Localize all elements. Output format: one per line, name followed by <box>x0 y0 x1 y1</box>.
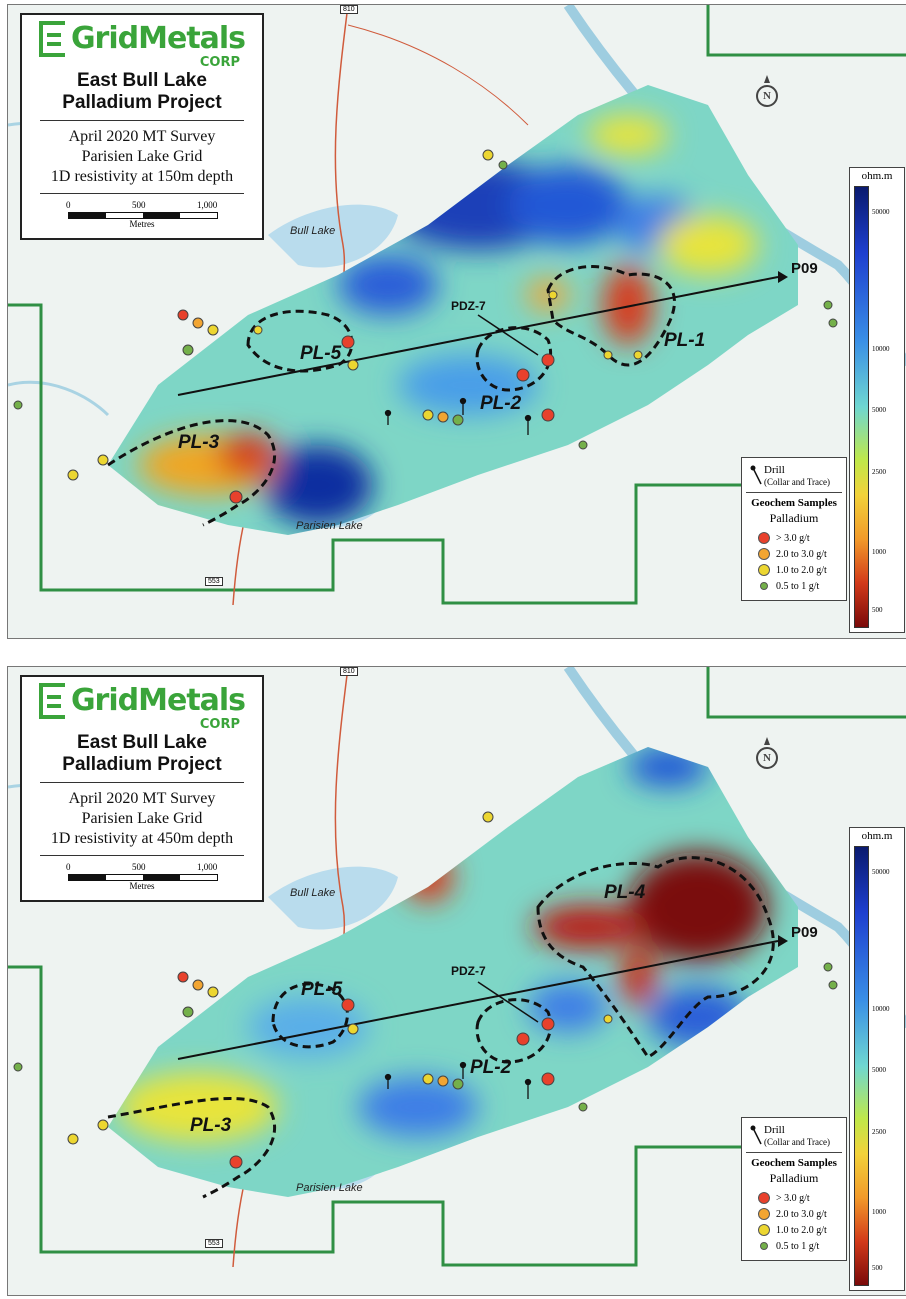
logo-text: GridMetals <box>70 21 246 56</box>
colorbar-tick: 5000 <box>872 406 886 414</box>
colorbar-tick: 500 <box>872 1264 883 1272</box>
colorbar-tick: 1000 <box>872 1208 886 1216</box>
zone-pl2-label: PL-2 <box>480 393 522 414</box>
palladium-label: Palladium <box>769 511 819 525</box>
map-panel-450m: GridMetals CORP East Bull Lake Palladium… <box>7 666 906 1296</box>
resistivity-map <box>8 5 906 606</box>
colorbar-tick: 50000 <box>872 868 890 876</box>
resistivity-map <box>8 667 906 1268</box>
project-title-line1: East Bull Lake <box>77 732 207 753</box>
colorbar-tick: 5000 <box>872 1066 886 1074</box>
parisien-lake-label: Parisien Lake <box>296 1182 363 1194</box>
scale-unit: Metres <box>129 219 155 229</box>
legend-row: 2.0 to 3.0 g/t <box>758 546 846 562</box>
drill-icon <box>750 465 762 485</box>
colorbar-tick: 2500 <box>872 468 886 476</box>
zone-pl1-label: PL-1 <box>664 330 706 351</box>
scale-tick-0: 0 <box>66 862 71 872</box>
scale-tick-1000: 1,000 <box>197 200 218 210</box>
scale-tick-0: 0 <box>66 200 71 210</box>
divider <box>40 855 244 856</box>
scale-bar: 0 500 1,000 Metres <box>62 862 222 894</box>
zone-pl5-label: PL-5 <box>300 343 342 364</box>
grid-name: Parisien Lake Grid <box>81 148 203 165</box>
survey-name: April 2020 MT Survey <box>68 790 216 807</box>
highway-553-shield: 553 <box>205 577 223 586</box>
divider <box>40 120 244 121</box>
drill-sublabel: (Collar and Trace) <box>764 477 830 487</box>
scale-tick-500: 500 <box>132 200 146 210</box>
drill-sublabel: (Collar and Trace) <box>764 1137 830 1147</box>
gridmetals-logo: GridMetals <box>22 21 262 57</box>
colorbar-tick: 500 <box>872 606 883 614</box>
drill-icon <box>750 1125 762 1145</box>
legend-row: > 3.0 g/t <box>758 1190 846 1206</box>
highway-553-shield: 553 <box>205 1239 223 1248</box>
scale-bar: 0 500 1,000 Metres <box>62 200 222 232</box>
gridmetals-logo: GridMetals <box>22 683 262 719</box>
bull-lake-label: Bull Lake <box>290 225 336 237</box>
survey-name: April 2020 MT Survey <box>68 128 216 145</box>
zone-pl4-label: PL-4 <box>604 882 646 903</box>
highway-810-shield: 810 <box>340 5 358 14</box>
colorbar-tick: 2500 <box>872 1128 886 1136</box>
colorbar-unit: ohm.m <box>861 830 893 842</box>
scale-tick-1000: 1,000 <box>197 862 218 872</box>
parisien-lake-label: Parisien Lake <box>296 520 363 532</box>
colorbar-tick: 1000 <box>872 548 886 556</box>
scale-tick-500: 500 <box>132 862 146 872</box>
bull-lake-label: Bull Lake <box>290 887 336 899</box>
legend-row: > 3.0 g/t <box>758 530 846 546</box>
highway-810-shield: 810 <box>340 667 358 676</box>
colorbar-tick: 10000 <box>872 1005 890 1013</box>
resistivity-colorbar: ohm.m 50000 10000 5000 2500 1000 500 <box>849 827 905 1291</box>
divider <box>40 193 244 194</box>
logo-mark-icon <box>38 21 65 57</box>
logo-mark-icon <box>38 683 65 719</box>
scale-unit: Metres <box>129 881 155 891</box>
north-arrow-icon: N <box>756 737 778 769</box>
title-box: GridMetals CORP East Bull Lake Palladium… <box>20 13 264 240</box>
zone-pl3-label: PL-3 <box>178 432 220 453</box>
legend-row: 1.0 to 2.0 g/t <box>758 1222 846 1238</box>
logo-corp: CORP <box>199 55 240 70</box>
geochem-header: Geochem Samples <box>746 492 842 509</box>
legend-row: 2.0 to 3.0 g/t <box>758 1206 846 1222</box>
depth-label: 1D resistivity at 450m depth <box>50 830 234 847</box>
map-legend: Drill(Collar and Trace) Geochem Samples … <box>741 1117 847 1261</box>
legend-row: 1.0 to 2.0 g/t <box>758 562 846 578</box>
drill-label: Drill <box>764 464 785 476</box>
legend-row: 0.5 to 1 g/t <box>758 578 846 594</box>
drill-label: Drill <box>764 1124 785 1136</box>
colorbar-tick: 10000 <box>872 345 890 353</box>
pdz7-label: PDZ-7 <box>451 964 486 978</box>
map-panel-150m: GridMetals CORP East Bull Lake Palladium… <box>7 4 906 639</box>
zone-pl5-label: PL-5 <box>301 979 343 1000</box>
colorbar-tick: 50000 <box>872 208 890 216</box>
geochem-header: Geochem Samples <box>746 1152 842 1169</box>
title-box: GridMetals CORP East Bull Lake Palladium… <box>20 675 264 902</box>
north-arrow-icon: N <box>756 75 778 107</box>
depth-label: 1D resistivity at 150m depth <box>50 168 234 185</box>
logo-corp: CORP <box>199 717 240 732</box>
project-title-line2: Palladium Project <box>62 92 222 113</box>
palladium-label: Palladium <box>769 1171 819 1185</box>
resistivity-colorbar: ohm.m 50000 10000 5000 2500 1000 500 <box>849 167 905 633</box>
logo-text: GridMetals <box>70 683 246 718</box>
project-title-line2: Palladium Project <box>62 754 222 775</box>
line-label-p09: P09 <box>791 924 818 941</box>
line-label-p09: P09 <box>791 260 818 277</box>
project-title-line1: East Bull Lake <box>77 70 207 91</box>
pdz7-label: PDZ-7 <box>451 299 486 313</box>
divider <box>40 782 244 783</box>
zone-pl3-label: PL-3 <box>190 1115 232 1136</box>
map-legend: Drill(Collar and Trace) Geochem Samples … <box>741 457 847 601</box>
zone-pl2-label: PL-2 <box>470 1057 512 1078</box>
colorbar-unit: ohm.m <box>861 170 893 182</box>
legend-row: 0.5 to 1 g/t <box>758 1238 846 1254</box>
grid-name: Parisien Lake Grid <box>81 810 203 827</box>
